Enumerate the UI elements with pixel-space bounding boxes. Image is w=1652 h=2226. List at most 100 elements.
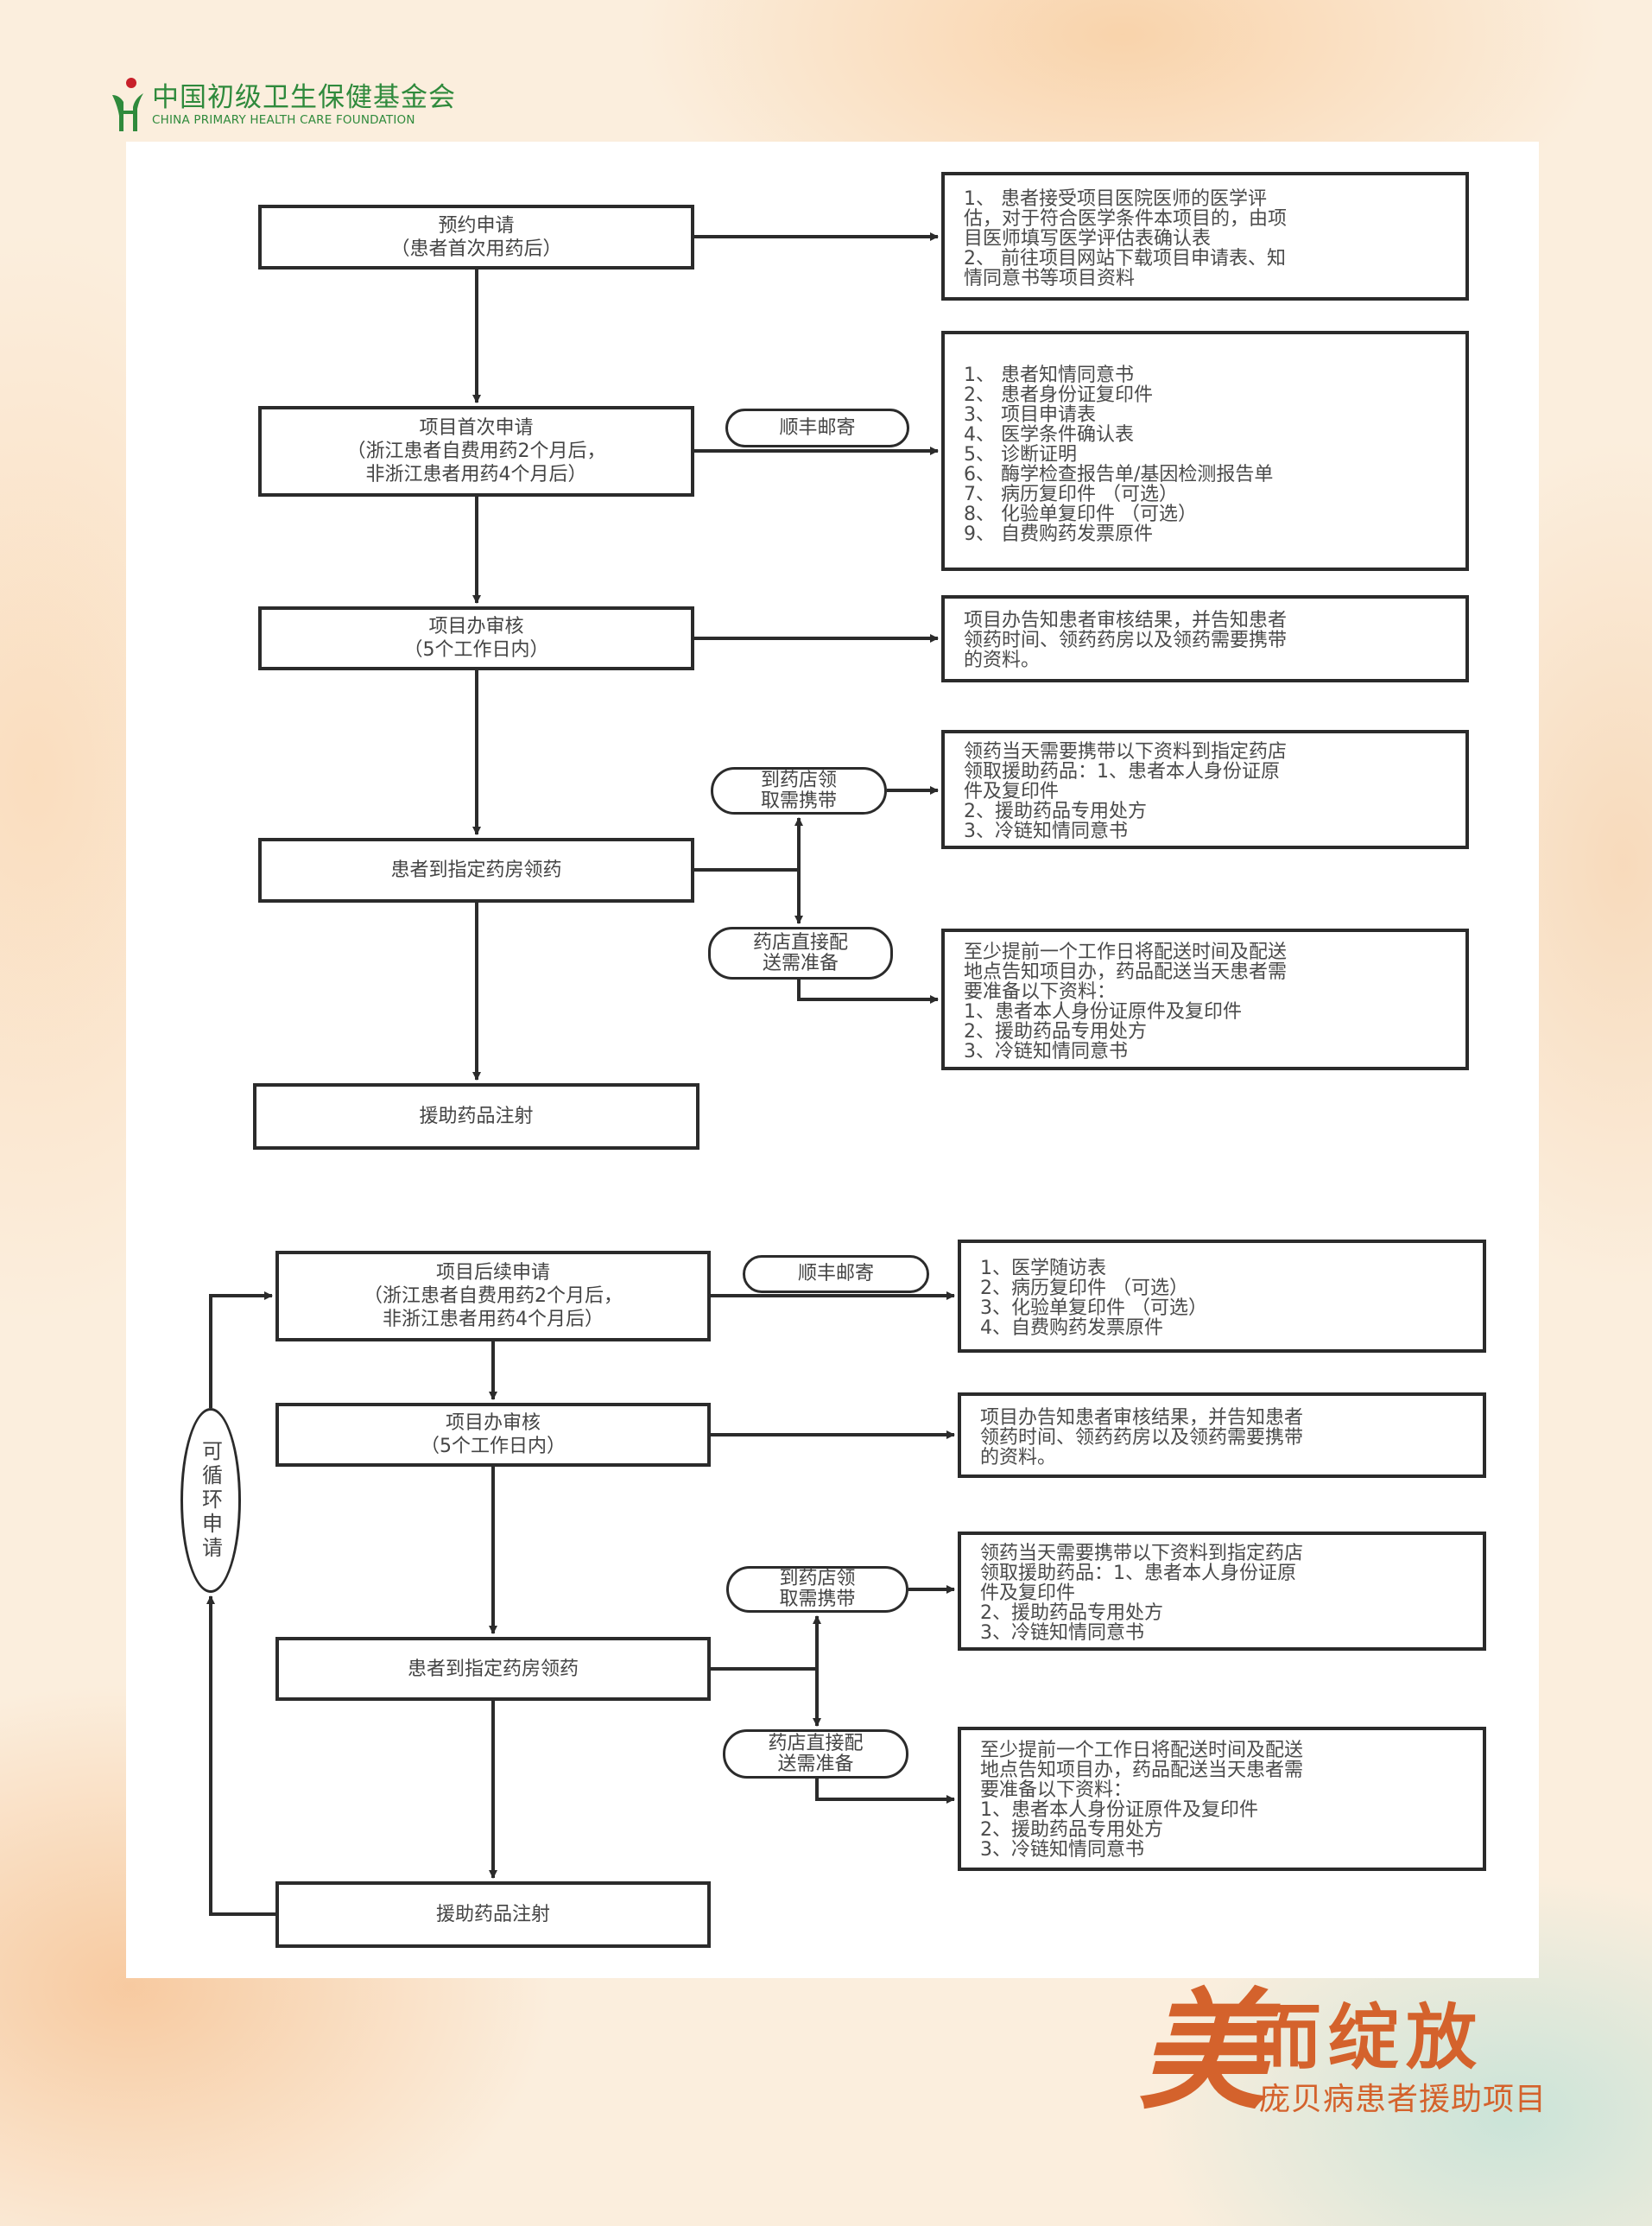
label-pickup: 到药店领取需携带 — [711, 767, 887, 815]
loop-label: 可循环申请 — [180, 1408, 241, 1593]
note-line: 1、医学随访表 — [980, 1258, 1106, 1279]
note-first-application: 1、 患者知情同意书 2、 患者身份证复印件 3、 项目申请表 4、 医学条件确… — [941, 331, 1469, 571]
step-sub: （5个工作日内） — [421, 1436, 566, 1457]
note-line: 3、冷链知情同意书 — [980, 1622, 1144, 1644]
note-line: 2、 患者身份证复印件 — [964, 384, 1153, 406]
label-text: 送需准备 — [777, 1753, 854, 1775]
note-delivery: 至少提前一个工作日将配送时间及配送 地点告知项目办，药品配送当天患者需 要准备以… — [941, 929, 1469, 1070]
note-line: 件及复印件 — [964, 781, 1060, 802]
step-title: 项目首次申请 — [419, 417, 534, 439]
org-name-en: CHINA PRIMARY HEALTH CARE FOUNDATION — [152, 113, 415, 127]
note-line: 的资料。 — [980, 1447, 1057, 1468]
step-pharmacy-pickup-2: 患者到指定药房领药 — [275, 1637, 711, 1701]
step-title: 预约申请 — [438, 214, 515, 237]
arrow-s1-delivery-note — [797, 980, 939, 1004]
note-review: 项目办告知患者审核结果，并告知患者 领药时间、领药药房以及领药需要携带 的资料。 — [941, 595, 1469, 682]
note-line: 情同意书等项目资料 — [964, 268, 1136, 289]
note-line: 项目办告知患者审核结果，并告知患者 — [964, 610, 1288, 631]
note-line: 3、冷链知情同意书 — [964, 1041, 1128, 1062]
note-line: 项目办告知患者审核结果，并告知患者 — [980, 1407, 1304, 1429]
label-text: 送需准备 — [762, 952, 839, 974]
note-delivery-2: 至少提前一个工作日将配送时间及配送 地点告知项目办，药品配送当天患者需 要准备以… — [958, 1727, 1486, 1871]
loop-label-text: 可循环申请 — [198, 1440, 223, 1561]
line-s2-loop-bottom — [206, 1595, 275, 1916]
step-injection-2: 援助药品注射 — [275, 1881, 711, 1948]
label-text: 到药店领 — [760, 769, 837, 791]
note-line: 1、 患者接受项目医院医师的医学评 — [964, 188, 1267, 210]
note-line: 2、援助药品专用处方 — [980, 1602, 1163, 1624]
step-followup-application: 项目后续申请（浙江患者自费用药2个月后，非浙江患者用药4个月后） — [275, 1251, 711, 1341]
step-title: 患者到指定药房领药 — [407, 1658, 579, 1680]
step-pharmacy-pickup: 患者到指定药房领药 — [258, 838, 694, 903]
note-line: 8、 化验单复印件 （可选） — [964, 504, 1197, 525]
step-first-application: 项目首次申请（浙江患者自费用药2个月后，非浙江患者用药4个月后） — [258, 406, 694, 497]
note-line: 3、 项目申请表 — [964, 404, 1096, 426]
step-review-2: 项目办审核（5个工作日内） — [275, 1403, 711, 1467]
label-text: 顺丰邮寄 — [797, 1263, 874, 1284]
note-line: 估，对于符合医学条件本项目的，由项 — [964, 208, 1288, 230]
note-line: 地点告知项目办，药品配送当天患者需 — [980, 1760, 1304, 1781]
step-injection: 援助药品注射 — [253, 1083, 699, 1150]
note-line: 5、 诊断证明 — [964, 444, 1077, 466]
slogan-rest: 而绽放 — [1250, 1997, 1484, 2079]
note-line: 领取援助药品：1、患者本人身份证原 — [980, 1563, 1296, 1584]
step-sub: （浙江患者自费用药2个月后， — [364, 1285, 623, 1307]
note-line: 2、病历复印件 （可选） — [980, 1278, 1188, 1299]
org-name-cn: 中国初级卫生保健基金会 — [152, 82, 456, 113]
program-brand: 美 而绽放 庞贝病患者援助项目 — [1138, 1978, 1587, 2142]
step-title: 患者到指定药房领药 — [390, 859, 562, 881]
label-text: 药店直接配 — [752, 931, 848, 954]
note-line: 至少提前一个工作日将配送时间及配送 — [980, 1740, 1304, 1761]
note-pickup: 领药当天需要携带以下资料到指定药店 领取援助药品：1、患者本人身份证原 件及复印… — [941, 730, 1469, 849]
step-title: 项目办审核 — [428, 616, 524, 637]
step-sub: 非浙江患者用药4个月后） — [383, 1309, 604, 1330]
note-line: 9、 自费购药发票原件 — [964, 523, 1153, 545]
step-sub: （浙江患者自费用药2个月后， — [346, 441, 606, 462]
slogan-first-char: 美 — [1138, 1975, 1269, 2128]
note-line: 的资料。 — [964, 650, 1041, 671]
note-line: 3、冷链知情同意书 — [980, 1839, 1144, 1861]
note-line: 7、 病历复印件 （可选） — [964, 484, 1178, 505]
note-line: 2、援助药品专用处方 — [964, 801, 1147, 822]
note-line: 要准备以下资料： — [980, 1779, 1133, 1801]
note-line: 领药时间、领药药房以及领药需要携带 — [964, 630, 1288, 651]
note-line: 件及复印件 — [980, 1582, 1076, 1604]
step-title: 援助药品注射 — [419, 1106, 534, 1127]
note-line: 领药时间、领药药房以及领药需要携带 — [980, 1427, 1304, 1449]
step-review: 项目办审核（5个工作日内） — [258, 606, 694, 670]
label-text: 到药店领 — [779, 1568, 856, 1589]
label-pickup-2: 到药店领取需携带 — [726, 1566, 908, 1613]
step-title: 项目后续申请 — [435, 1262, 550, 1284]
note-line: 目医师填写医学评估表确认表 — [964, 228, 1212, 250]
note-line: 3、冷链知情同意书 — [964, 821, 1128, 842]
label-text: 药店直接配 — [768, 1732, 864, 1754]
note-line: 领取援助药品：1、患者本人身份证原 — [964, 761, 1280, 783]
step-sub: （5个工作日内） — [403, 639, 549, 661]
note-line: 地点告知项目办，药品配送当天患者需 — [964, 961, 1288, 983]
note-line: 4、自费购药发票原件 — [980, 1317, 1163, 1339]
label-text: 取需携带 — [760, 790, 837, 812]
label-delivery: 药店直接配送需准备 — [708, 927, 893, 980]
step-title: 项目办审核 — [445, 1412, 541, 1434]
figure-with-red-dot-logo-icon — [109, 76, 147, 133]
note-pickup-2: 领药当天需要携带以下资料到指定药店 领取援助药品：1、患者本人身份证原 件及复印… — [958, 1532, 1486, 1651]
note-line: 2、 前往项目网站下载项目申请表、知 — [964, 248, 1286, 270]
note-line: 3、化验单复印件 （可选） — [980, 1297, 1207, 1319]
note-line: 4、 医学条件确认表 — [964, 424, 1134, 446]
step-sub: 非浙江患者用药4个月后） — [365, 464, 587, 485]
label-text: 取需携带 — [779, 1589, 856, 1610]
note-line: 2、援助药品专用处方 — [964, 1021, 1147, 1043]
note-followup: 1、医学随访表 2、病历复印件 （可选） 3、化验单复印件 （可选） 4、自费购… — [958, 1240, 1486, 1353]
note-line: 6、 酶学检查报告单/基因检测报告单 — [964, 464, 1274, 485]
note-line: 2、援助药品专用处方 — [980, 1819, 1163, 1841]
arrow-s2-delivery-note — [815, 1779, 955, 1804]
note-line: 领药当天需要携带以下资料到指定药店 — [964, 741, 1288, 763]
note-line: 1、 患者知情同意书 — [964, 365, 1134, 386]
note-line: 1、患者本人身份证原件及复印件 — [964, 1001, 1242, 1023]
program-name: 庞贝病患者援助项目 — [1259, 2082, 1548, 2117]
note-line: 至少提前一个工作日将配送时间及配送 — [964, 942, 1288, 963]
label-sf-mail-2: 顺丰邮寄 — [743, 1255, 929, 1293]
step-sub: （患者首次用药后） — [390, 238, 562, 260]
note-reservation: 1、 患者接受项目医院医师的医学评 估，对于符合医学条件本项目的，由项 目医师填… — [941, 172, 1469, 301]
